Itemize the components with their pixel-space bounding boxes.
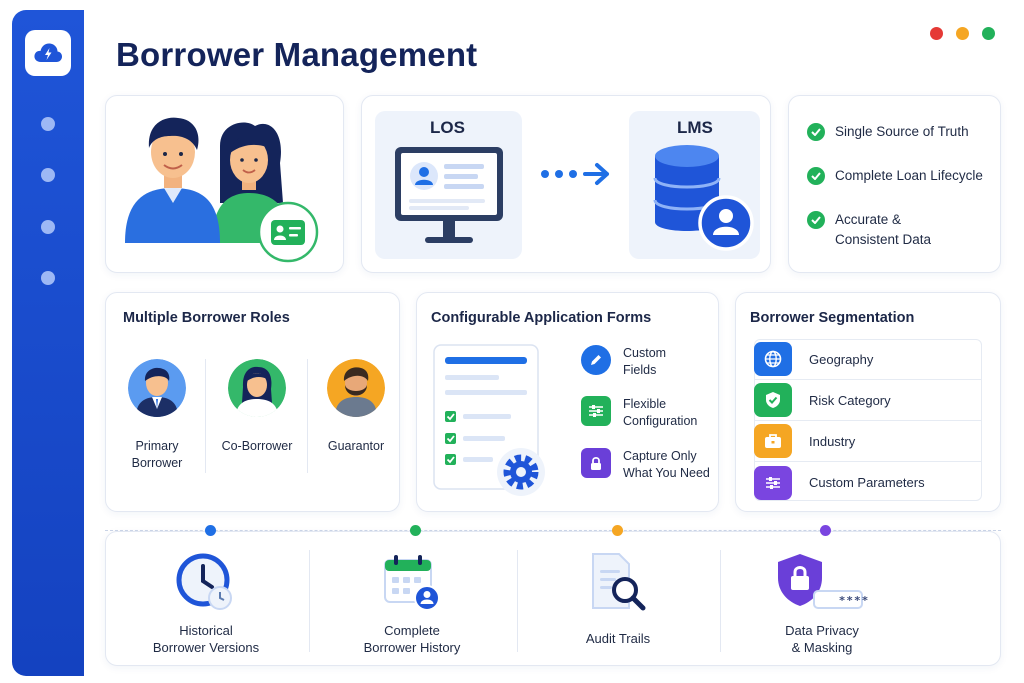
segment-custom-parameters[interactable]: Custom Parameters xyxy=(754,462,982,503)
role-co-borrower[interactable]: Co-Borrower xyxy=(212,359,302,455)
benefit-item: Complete Loan Lifecycle xyxy=(807,166,983,186)
document-search-icon xyxy=(592,553,646,611)
lock-icon xyxy=(581,448,611,478)
nav-item-1[interactable] xyxy=(41,117,55,131)
feature-audit-trails[interactable]: Audit Trails xyxy=(523,552,713,647)
segmentation-title: Borrower Segmentation xyxy=(750,310,915,326)
timeline-dot xyxy=(612,525,623,536)
check-icon xyxy=(807,167,825,185)
clock-history-icon xyxy=(176,553,232,610)
nav-item-3[interactable] xyxy=(41,220,55,234)
sidebar xyxy=(12,10,84,676)
benefit-item: Accurate & Consistent Data xyxy=(807,210,931,250)
borrowers-illustration-card xyxy=(105,95,344,273)
sliders-icon xyxy=(754,465,792,500)
shield-lock-icon xyxy=(778,554,863,609)
feature-capture-only: Capture Only What You Need xyxy=(581,448,710,482)
roles-title: Multiple Borrower Roles xyxy=(123,310,290,326)
lms-label: LMS xyxy=(677,118,713,137)
feature-flexible-configuration: Flexible Configuration xyxy=(581,396,697,430)
los-label: LOS xyxy=(430,118,465,137)
pencil-icon xyxy=(581,345,611,375)
window-close-button[interactable] xyxy=(930,27,943,40)
forms-title: Configurable Application Forms xyxy=(431,310,652,326)
timeline-line xyxy=(105,530,1001,531)
masked-value: **** xyxy=(838,594,870,607)
nav-item-2[interactable] xyxy=(41,168,55,182)
nav-item-4[interactable] xyxy=(41,271,55,285)
segment-risk-category[interactable]: Risk Category xyxy=(754,380,982,421)
database-user-icon xyxy=(653,145,754,251)
globe-icon xyxy=(754,342,792,376)
app-logo[interactable] xyxy=(25,30,71,76)
role-primary-borrower[interactable]: Primary Borrower xyxy=(112,359,202,472)
borrower-roles-card: Multiple Borrower Roles Primary Borrower… xyxy=(105,292,400,512)
feature-custom-fields: Custom Fields xyxy=(581,345,666,379)
calendar-user-icon xyxy=(384,555,440,611)
shield-check-icon xyxy=(754,383,792,417)
monitor-profile-icon xyxy=(395,147,503,243)
form-settings-illustration xyxy=(433,344,545,496)
timeline-dot xyxy=(410,525,421,536)
briefcase-icon xyxy=(754,424,792,458)
role-guarantor[interactable]: Guarantor xyxy=(311,359,401,455)
benefit-item: Single Source of Truth xyxy=(807,122,969,142)
feature-complete-history[interactable]: Complete Borrower History xyxy=(317,552,507,656)
window-maximize-button[interactable] xyxy=(982,27,995,40)
segment-geography[interactable]: Geography xyxy=(754,339,982,380)
cloud-bolt-icon xyxy=(34,43,63,62)
primary-borrower-avatar xyxy=(128,359,186,417)
history-card: Historical Borrower Versions Complete Bo… xyxy=(105,531,1001,666)
check-icon xyxy=(807,211,825,229)
timeline-dot xyxy=(205,525,216,536)
timeline-dot xyxy=(820,525,831,536)
window-minimize-button[interactable] xyxy=(956,27,969,40)
feature-historical-versions[interactable]: Historical Borrower Versions xyxy=(111,552,301,656)
application-forms-card: Configurable Application Forms Custom Fi… xyxy=(416,292,719,512)
check-icon xyxy=(807,123,825,141)
feature-data-privacy[interactable]: Data Privacy & Masking **** xyxy=(727,552,917,656)
page-title: Borrower Management xyxy=(116,36,478,73)
guarantor-avatar xyxy=(327,359,385,417)
co-borrower-avatar xyxy=(228,359,286,417)
los-lms-sync-card: LOS LMS xyxy=(361,95,771,273)
segmentation-card: Borrower Segmentation Geography Risk Cat… xyxy=(735,292,1001,512)
segment-industry[interactable]: Industry xyxy=(754,421,982,462)
borrowers-illustration xyxy=(125,117,319,263)
sliders-icon xyxy=(581,396,611,426)
benefits-card: Single Source of Truth Complete Loan Lif… xyxy=(788,95,1001,273)
sync-arrow-icon xyxy=(541,163,609,185)
